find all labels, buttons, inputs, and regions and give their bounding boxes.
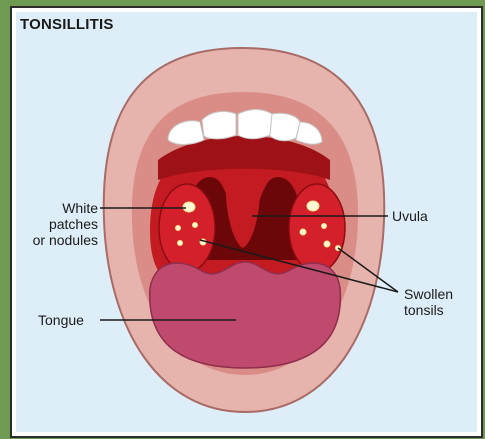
- uvula-label: Uvula: [392, 208, 428, 224]
- diagram-title: TONSILLITIS: [20, 16, 114, 33]
- white-patches-label-line1: White: [14, 200, 98, 216]
- left-tonsil: [159, 184, 215, 272]
- tongue: [150, 262, 341, 368]
- tongue-label: Tongue: [38, 312, 84, 328]
- white-patches-label-line3: or nodules: [14, 232, 98, 248]
- white-patches-label: White patches or nodules: [14, 200, 98, 248]
- swollen-tonsils-label-line1: Swollen: [404, 286, 453, 302]
- right-tonsil: [289, 184, 345, 272]
- swollen-tonsils-label-line2: tonsils: [404, 302, 453, 318]
- white-patches-label-line2: patches: [14, 216, 98, 232]
- swollen-tonsils-label: Swollen tonsils: [404, 286, 453, 318]
